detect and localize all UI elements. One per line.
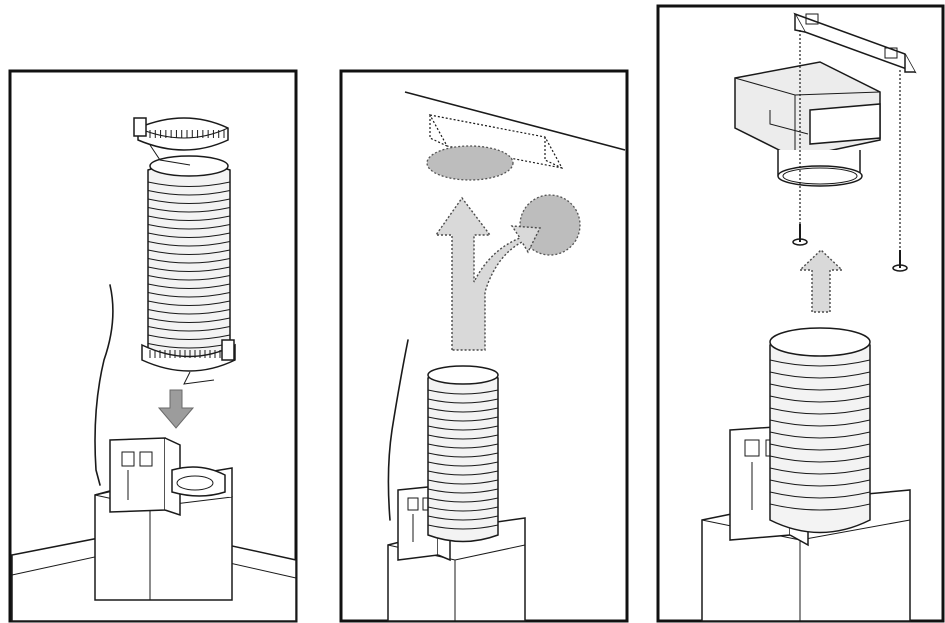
down-arrow-icon bbox=[157, 389, 195, 429]
duct-rib bbox=[427, 479, 499, 485]
panel-2 bbox=[339, 69, 629, 623]
duct-rib bbox=[769, 479, 871, 487]
duct-rib bbox=[427, 389, 499, 395]
duct-rib bbox=[427, 407, 499, 413]
duct-rib bbox=[147, 334, 231, 340]
duct-rib bbox=[769, 395, 871, 403]
duct-rib bbox=[427, 488, 499, 494]
duct-rib bbox=[147, 232, 231, 238]
power-cable-1 bbox=[94, 284, 114, 486]
duct-rib bbox=[769, 467, 871, 475]
duct-rib bbox=[147, 266, 231, 272]
duct-rib bbox=[769, 419, 871, 427]
adapter-bracket bbox=[793, 12, 917, 74]
duct-rib bbox=[427, 452, 499, 458]
duct-rib bbox=[147, 181, 231, 187]
duct-rib bbox=[147, 224, 231, 230]
duct-rib bbox=[147, 249, 231, 255]
duct-rib bbox=[427, 506, 499, 512]
flexible-duct-1 bbox=[147, 155, 231, 365]
duct-rib bbox=[147, 283, 231, 289]
duct-rib bbox=[147, 241, 231, 247]
duct-rib bbox=[147, 207, 231, 213]
duct-rib bbox=[427, 515, 499, 521]
flexible-duct-3 bbox=[769, 327, 871, 534]
mounting-bracket-1 bbox=[109, 437, 226, 517]
screw-left-icon bbox=[792, 224, 808, 246]
duct-rib bbox=[147, 326, 231, 332]
duct-rib bbox=[427, 443, 499, 449]
ceiling-outlet-hole bbox=[426, 145, 514, 181]
duct-rib bbox=[147, 215, 231, 221]
panel-3 bbox=[656, 4, 945, 623]
duct-rib bbox=[147, 275, 231, 281]
ceiling-bracket bbox=[428, 114, 564, 169]
duct-adapter bbox=[734, 61, 881, 187]
duct-rib bbox=[769, 431, 871, 439]
duct-rib bbox=[427, 434, 499, 440]
duct-rib bbox=[427, 416, 499, 422]
panel-1 bbox=[8, 69, 298, 623]
duct-rib bbox=[769, 371, 871, 379]
power-cable-2 bbox=[387, 339, 409, 521]
duct-rib bbox=[427, 470, 499, 476]
duct-rib bbox=[427, 524, 499, 530]
duct-rib bbox=[769, 455, 871, 463]
duct-rib bbox=[769, 383, 871, 391]
duct-rib bbox=[147, 317, 231, 323]
wall-outlet-hole bbox=[519, 194, 581, 256]
duct-rib bbox=[769, 359, 871, 367]
duct-rib bbox=[147, 292, 231, 298]
duct-rib bbox=[147, 309, 231, 315]
duct-rib bbox=[147, 300, 231, 306]
duct-rib bbox=[769, 503, 871, 511]
flexible-duct-2 bbox=[427, 365, 499, 543]
duct-rib bbox=[147, 190, 231, 196]
hose-clamp-top bbox=[133, 117, 229, 166]
duct-rib bbox=[769, 407, 871, 415]
hose-clamp-bottom bbox=[141, 339, 236, 385]
duct-rib bbox=[769, 443, 871, 451]
duct-rib bbox=[147, 258, 231, 264]
duct-rib bbox=[147, 198, 231, 204]
duct-rib bbox=[769, 491, 871, 499]
duct-rib bbox=[427, 461, 499, 467]
route-arrow-icon bbox=[434, 196, 542, 351]
ceiling-line bbox=[404, 91, 626, 151]
duct-rib bbox=[427, 497, 499, 503]
screw-right-icon bbox=[892, 250, 908, 272]
duct-rib bbox=[427, 398, 499, 404]
up-arrow-icon bbox=[798, 249, 844, 313]
duct-rib bbox=[427, 425, 499, 431]
